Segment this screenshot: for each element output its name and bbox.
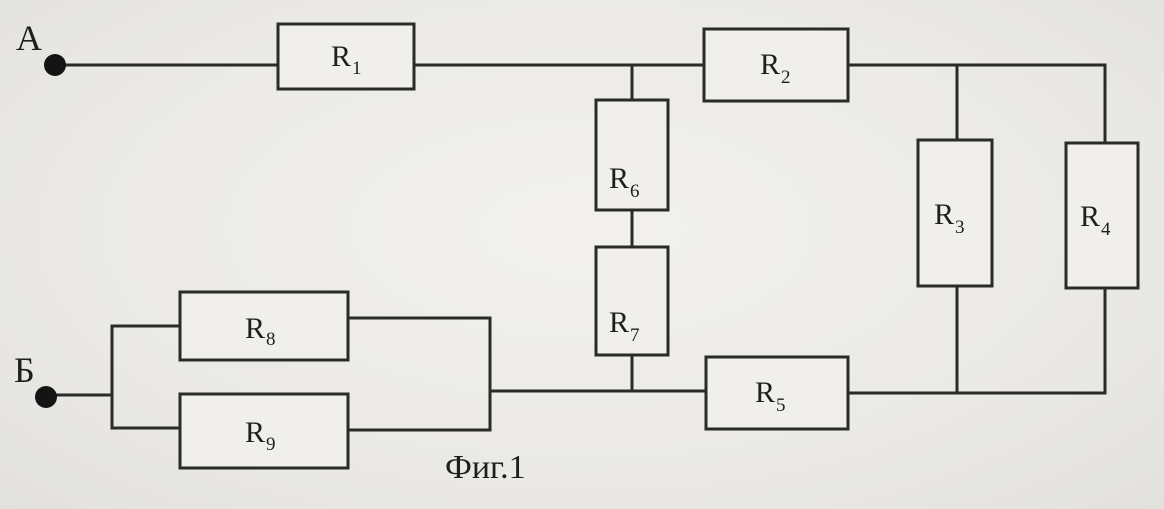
- resistor-r6: R 6: [594, 98, 670, 212]
- resistor-r3-sub: 3: [955, 217, 965, 238]
- resistor-r2-letter: R: [760, 48, 780, 81]
- resistor-r5-letter: R: [755, 376, 775, 409]
- resistor-r6-letter: R: [609, 162, 629, 195]
- terminal-b-dot: [35, 386, 57, 408]
- terminal-a: А: [16, 18, 66, 76]
- resistor-r1-sub: 1: [352, 58, 362, 79]
- resistor-r4-letter: R: [1080, 200, 1100, 233]
- resistor-r2: R 2: [702, 27, 850, 103]
- resistor-r8-letter: R: [245, 312, 265, 345]
- resistor-r9: R 9: [178, 392, 350, 470]
- figure-caption: Фиг.1: [445, 449, 526, 486]
- resistor-r7: R 7: [594, 245, 670, 357]
- resistor-r1-letter: R: [331, 40, 351, 73]
- resistor-r9-sub: 9: [266, 434, 276, 455]
- resistor-r3: R 3: [916, 138, 994, 288]
- resistor-r4-sub: 4: [1101, 219, 1111, 240]
- terminal-b: Б: [14, 350, 57, 408]
- resistor-r7-letter: R: [609, 306, 629, 339]
- resistor-r5: R 5: [704, 355, 850, 431]
- terminal-a-label: А: [16, 18, 42, 58]
- resistor-r5-sub: 5: [776, 395, 786, 416]
- resistor-r1: R 1: [276, 22, 416, 91]
- resistor-r4: R 4: [1064, 141, 1140, 290]
- resistor-r9-letter: R: [245, 416, 265, 449]
- resistor-r8-sub: 8: [266, 329, 276, 350]
- resistor-r2-sub: 2: [781, 67, 791, 88]
- resistor-r6-sub: 6: [630, 181, 640, 202]
- resistor-r3-letter: R: [934, 198, 954, 231]
- terminal-a-dot: [44, 54, 66, 76]
- resistor-r7-sub: 7: [630, 325, 640, 346]
- resistor-r8: R 8: [178, 290, 350, 362]
- terminal-b-label: Б: [14, 350, 35, 390]
- wires: [46, 63, 1107, 432]
